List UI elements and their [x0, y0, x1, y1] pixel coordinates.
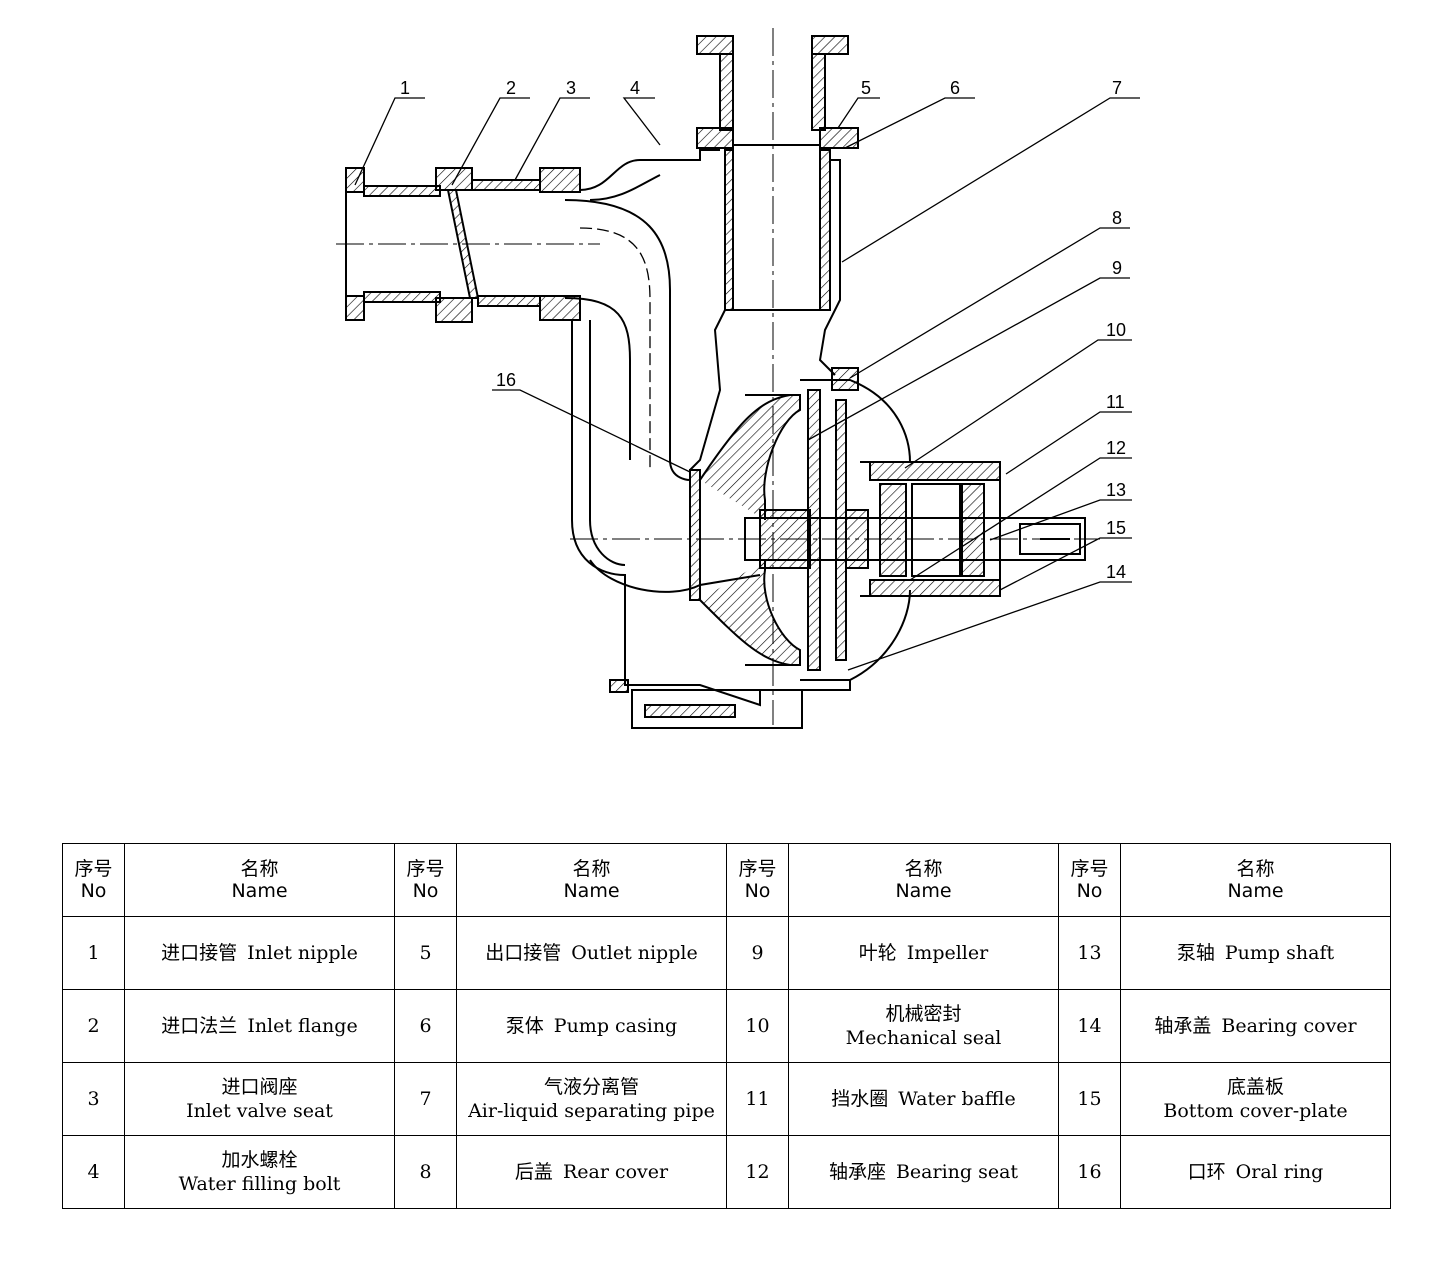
- callout-label: 2: [506, 78, 516, 98]
- callout-label: 1: [400, 78, 410, 98]
- callout-label: 9: [1112, 258, 1122, 278]
- callout-label: 3: [566, 78, 576, 98]
- part-no: 2: [62, 989, 125, 1063]
- part-no: 4: [62, 1135, 125, 1209]
- air-liquid-separating-pipe-part: [689, 144, 841, 471]
- part-no: 16: [1058, 1135, 1121, 1209]
- centerlines: [336, 28, 1100, 725]
- inlet-valve-seat-part: [471, 167, 581, 321]
- rear-cover-part: [800, 367, 911, 681]
- part-no: 13: [1058, 916, 1121, 990]
- callout-label: 16: [496, 370, 516, 390]
- callout-label: 4: [630, 78, 640, 98]
- callout-label: 13: [1106, 480, 1126, 500]
- part-no: 11: [726, 1062, 789, 1136]
- callout-label: 14: [1106, 562, 1126, 582]
- part-no: 12: [726, 1135, 789, 1209]
- callout-label: 8: [1112, 208, 1122, 228]
- callout-label: 7: [1112, 78, 1122, 98]
- part-no: 15: [1058, 1062, 1121, 1136]
- callout-label: 5: [861, 78, 871, 98]
- part-no: 3: [62, 1062, 125, 1136]
- part-no: 7: [394, 1062, 457, 1136]
- callout-label: 10: [1106, 320, 1126, 340]
- part-no: 8: [394, 1135, 457, 1209]
- callout-label: 11: [1106, 392, 1125, 412]
- part-no: 1: [62, 916, 125, 990]
- inlet-nipple-part: [345, 167, 441, 321]
- pump-cross-section-drawing: 1 2 3 4 5 6 7 8 9 10 11 12 13 14 15 16: [336, 28, 1140, 729]
- part-no: 5: [394, 916, 457, 990]
- part-no: 9: [726, 916, 789, 990]
- pump-casing-part: [571, 149, 851, 729]
- part-no: 6: [394, 989, 457, 1063]
- inlet-flange-part: [435, 167, 480, 323]
- part-no: 14: [1058, 989, 1121, 1063]
- callout-label: 15: [1106, 518, 1126, 538]
- part-no: 10: [726, 989, 789, 1063]
- callout-labels: 1 2 3 4 5 6 7 8 9 10 11 12 13 14 15 16: [400, 78, 1126, 582]
- callout-label: 6: [950, 78, 960, 98]
- bearing-seat-part: [860, 461, 1001, 597]
- callout-label: 12: [1106, 438, 1126, 458]
- leader-lines: [354, 97, 1140, 671]
- outlet-nipple-part: [696, 35, 859, 149]
- impeller-part: [689, 394, 801, 666]
